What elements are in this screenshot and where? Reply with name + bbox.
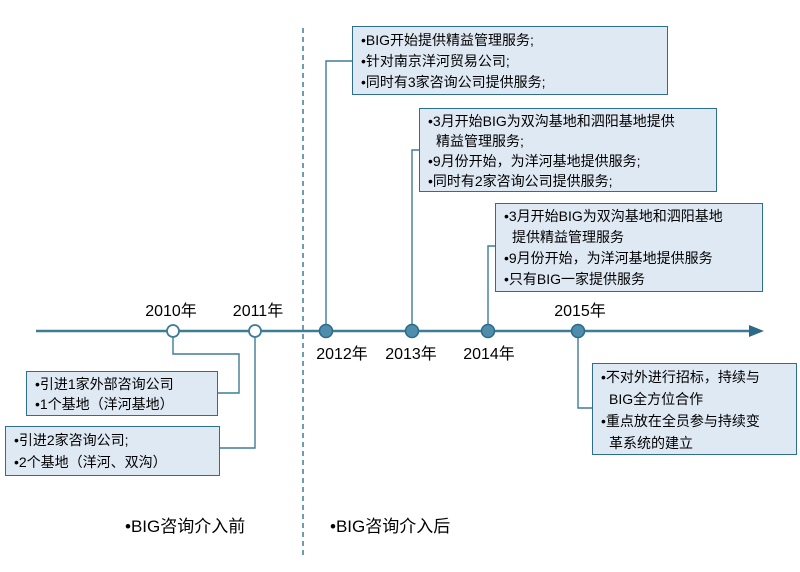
callout-2015: •不对外进行招标，持续与 BIG全方位合作 •重点放在全员参与持续变 革系统的建… [592, 363, 797, 455]
callout-line: •3月开始BIG为双沟基地和泗阳基地提供 [428, 113, 675, 129]
callout-line: •9月份开始，为洋河基地提供服务 [504, 250, 713, 266]
connector-2014 [487, 245, 495, 331]
connector-2012 [325, 60, 352, 331]
callout-line: •重点放在全员参与持续变 [601, 413, 760, 429]
connector-2013 [411, 149, 419, 331]
callout-line: 精益管理服务; [436, 133, 524, 149]
connector-2011 [220, 331, 256, 449]
year-label-2013: 2013年 [385, 346, 437, 363]
callout-2013: •3月开始BIG为双沟基地和泗阳基地提供 精益管理服务; •9月份开始，为洋河基… [419, 108, 717, 192]
callout-line: •不对外进行招标，持续与 [601, 369, 760, 385]
phase-label-after: •BIG咨询介入后 [330, 517, 451, 536]
callout-line: •同时有3家咨询公司提供服务; [361, 74, 546, 90]
callout-line: 提供精益管理服务 [512, 229, 624, 245]
callout-line: BIG全方位合作 [609, 391, 704, 407]
connector-2010 [172, 331, 240, 394]
year-label-2010: 2010年 [145, 303, 197, 320]
callout-line: •2个基地（洋河、双沟） [14, 454, 167, 470]
marker-2013 [404, 323, 420, 339]
callout-2014: •3月开始BIG为双沟基地和泗阳基地 提供精益管理服务 •9月份开始，为洋河基地… [495, 203, 763, 292]
year-label-2014: 2014年 [463, 346, 515, 363]
year-label-2012: 2012年 [316, 346, 368, 363]
callout-line: •9月份开始，为洋河基地提供服务; [428, 153, 641, 169]
callout-line: •1个基地（洋河基地） [35, 396, 174, 412]
phase-label-before: •BIG咨询介入前 [125, 517, 246, 536]
callout-line: •针对南京洋河贸易公司; [361, 53, 510, 69]
callout-line: •同时有2家咨询公司提供服务; [428, 173, 613, 189]
callout-line: •3月开始BIG为双沟基地和泗阳基地 [504, 208, 723, 224]
callout-line: •引进1家外部咨询公司 [35, 376, 174, 392]
marker-2011 [248, 324, 262, 338]
axis-arrowhead-icon [749, 325, 764, 337]
callout-line: •引进2家咨询公司; [14, 432, 129, 448]
marker-2010 [166, 324, 180, 338]
callout-line: 革系统的建立 [609, 435, 693, 451]
year-label-2015: 2015年 [554, 303, 606, 320]
marker-2014 [480, 323, 496, 339]
marker-2015 [570, 323, 586, 339]
callout-2012: •BIG开始提供精益管理服务; •针对南京洋河贸易公司; •同时有3家咨询公司提… [352, 26, 668, 95]
callout-line: •BIG开始提供精益管理服务; [361, 32, 534, 48]
connector-2015 [577, 331, 592, 409]
year-label-2011: 2011年 [232, 303, 284, 320]
callout-2011: •引进2家咨询公司; •2个基地（洋河、双沟） [5, 426, 220, 476]
callout-2010: •引进1家外部咨询公司 •1个基地（洋河基地） [26, 371, 218, 416]
callout-line: •只有BIG一家提供服务 [504, 271, 646, 287]
marker-2012 [318, 323, 334, 339]
